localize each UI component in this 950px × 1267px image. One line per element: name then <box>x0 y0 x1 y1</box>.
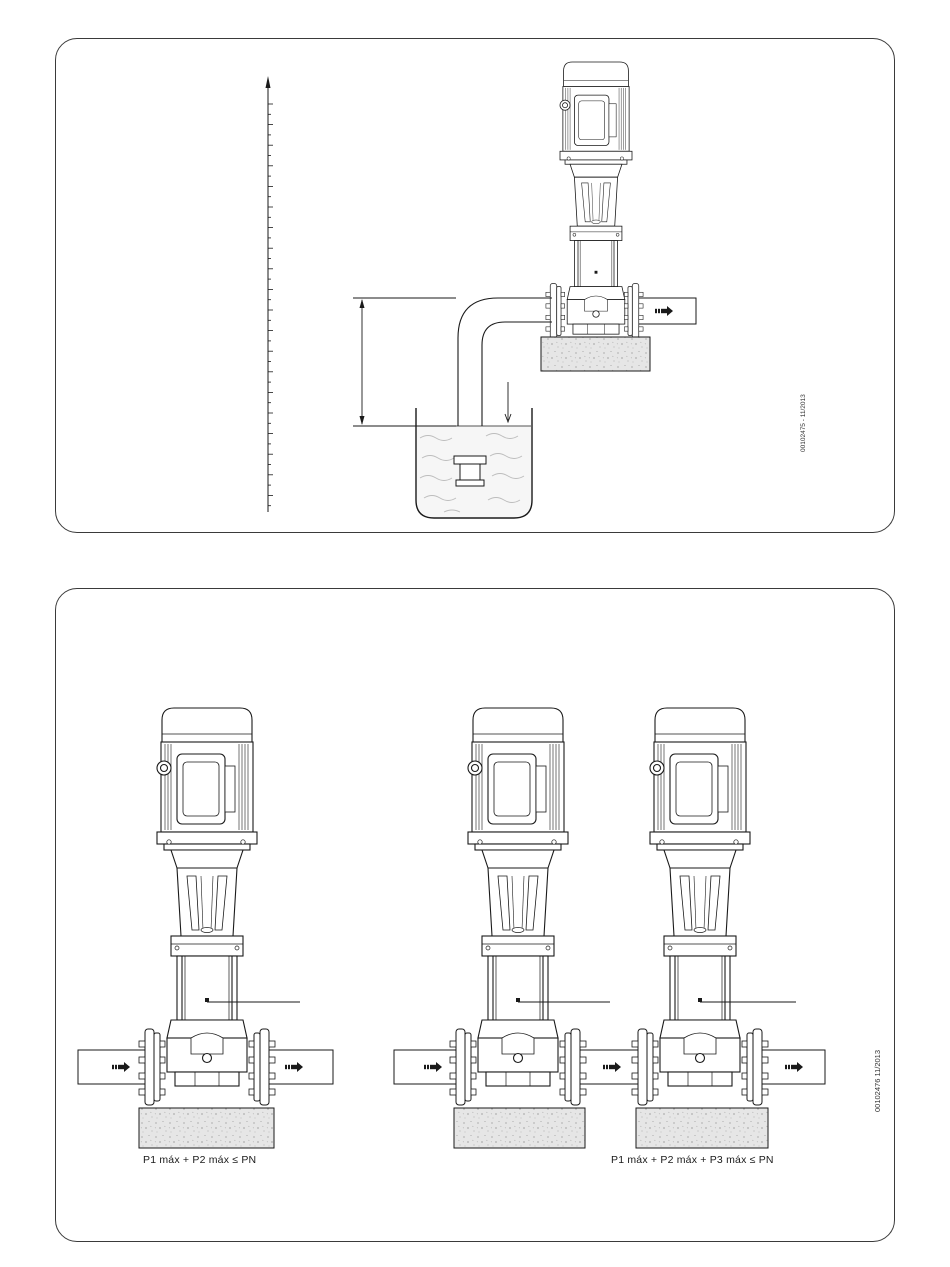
series-concrete-base-1 <box>454 1108 585 1148</box>
top-figure-code: 00102475 - 11/2013 <box>800 394 807 452</box>
single-pump <box>157 708 257 1086</box>
caption-series-pumps: P1 máx + P2 máx + P3 máx ≤ PN <box>611 1154 774 1166</box>
caption-single-pump: P1 máx + P2 máx ≤ PN <box>143 1154 256 1166</box>
series-pump-2 <box>650 708 750 1086</box>
series-concrete-base-2 <box>636 1108 768 1148</box>
series-pump-1 <box>468 708 568 1086</box>
top-concrete-base <box>541 337 650 371</box>
level-arrow <box>505 382 511 422</box>
top-pump <box>560 62 632 334</box>
vertical-scale <box>266 76 274 512</box>
suction-height-dimension <box>353 298 456 426</box>
single-concrete-base <box>139 1108 274 1148</box>
bottom-figure-code: 00102476 11/2013 <box>873 1050 882 1112</box>
